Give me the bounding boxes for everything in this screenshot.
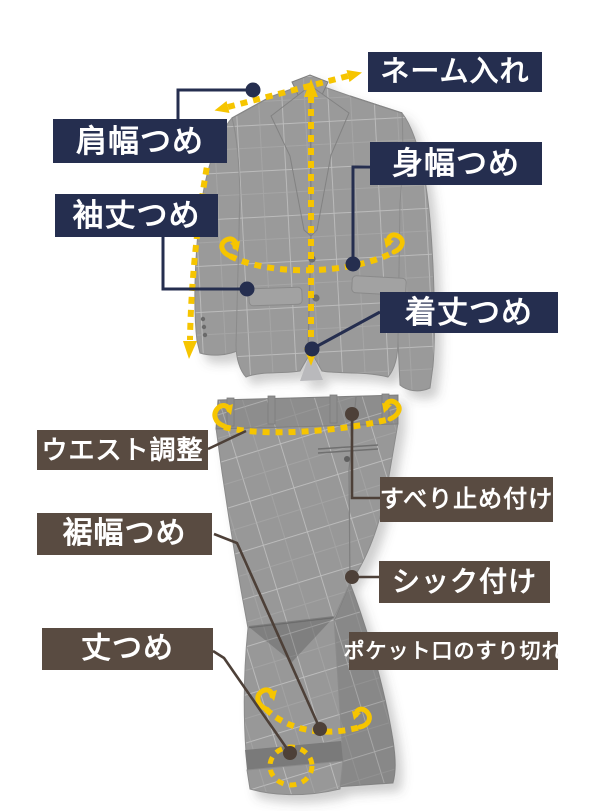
- connector-dot: [345, 256, 361, 272]
- suit-jacket-illustration: [194, 74, 435, 392]
- connector-dot: [313, 722, 327, 736]
- connector-dot: [239, 281, 255, 297]
- curl-arrow: [386, 232, 405, 255]
- jacket-connector-dots: [239, 82, 361, 357]
- trousers-illustration: [215, 393, 399, 796]
- shoulder-seams: [231, 95, 403, 119]
- label-jacket-length: 着丈つめ: [380, 292, 558, 333]
- back-pocket-button: [344, 456, 350, 462]
- belt-loop: [329, 394, 338, 424]
- connector-dot: [345, 570, 359, 584]
- arrowhead-up-right: [346, 70, 362, 82]
- leg-fold-line: [248, 616, 335, 628]
- jacket-length-connector: [311, 310, 381, 351]
- connector-dot: [345, 407, 359, 421]
- body-width-measure-arc: [228, 249, 396, 274]
- jacket-right-pocket: [351, 275, 407, 296]
- label-seat-lining: シック付け: [379, 561, 550, 603]
- jacket-vent: [300, 350, 323, 381]
- measure-arrowheads: [183, 70, 394, 720]
- waist-measure-line: [223, 416, 391, 436]
- curl-tip: [224, 404, 233, 415]
- back-seam: [348, 396, 357, 584]
- sleeve-button: [200, 316, 206, 322]
- length-connector: [212, 649, 292, 754]
- belt-loop: [267, 395, 276, 425]
- label-pocket-wear: ポケット口のすり切れ: [344, 632, 563, 670]
- curl-tip: [382, 403, 392, 413]
- trousers-hip: [215, 422, 399, 629]
- label-grip-tape: すべり止め付け: [380, 477, 553, 522]
- sleeve-button: [202, 332, 208, 338]
- arrowhead-down-left: [214, 101, 230, 113]
- sleeve-length-connector: [161, 237, 247, 291]
- curl-tip: [352, 711, 361, 720]
- curl-arrow: [353, 706, 372, 730]
- shoulder-width-connector: [176, 88, 253, 119]
- arrowhead-up: [304, 79, 318, 97]
- curl-tip: [230, 241, 240, 252]
- label-shoulder-width: 肩幅つめ: [53, 119, 227, 163]
- sleeve-button: [201, 324, 207, 330]
- connector-dot: [245, 82, 261, 98]
- label-hem-width: 裾幅つめ: [37, 513, 212, 555]
- curl-tip: [268, 690, 277, 701]
- connector-dot: [283, 746, 297, 760]
- jacket-connectors: [161, 88, 381, 351]
- arrowhead-down: [183, 341, 197, 359]
- label-length: 丈つめ: [42, 628, 213, 670]
- curl-arrow: [255, 687, 275, 712]
- curl-tip: [384, 238, 394, 248]
- jacket-left-pocket: [248, 286, 303, 307]
- jacket-right-lapel: [310, 85, 350, 238]
- back-pocket: [317, 444, 379, 454]
- trouser-connector-dots: [283, 407, 359, 760]
- label-waist-adjust: ウエスト調整: [37, 430, 208, 470]
- measure-annotations: [187, 73, 405, 788]
- curl-arrow: [383, 398, 402, 422]
- waist-adjust-connector: [207, 429, 247, 451]
- label-name-embroidery: ネーム入れ: [368, 52, 542, 92]
- jacket-button: [312, 294, 320, 302]
- leg-fold-shadow: [249, 617, 334, 662]
- label-body-width: 身幅つめ: [370, 142, 542, 185]
- body-width-connector: [351, 165, 372, 264]
- label-sleeve-length: 袖丈つめ: [55, 194, 218, 237]
- sleeve-length-measure-line: [187, 154, 212, 341]
- connector-dot: [304, 341, 320, 357]
- grip-tape-connector: [350, 414, 380, 500]
- hem-width-connector: [213, 532, 322, 730]
